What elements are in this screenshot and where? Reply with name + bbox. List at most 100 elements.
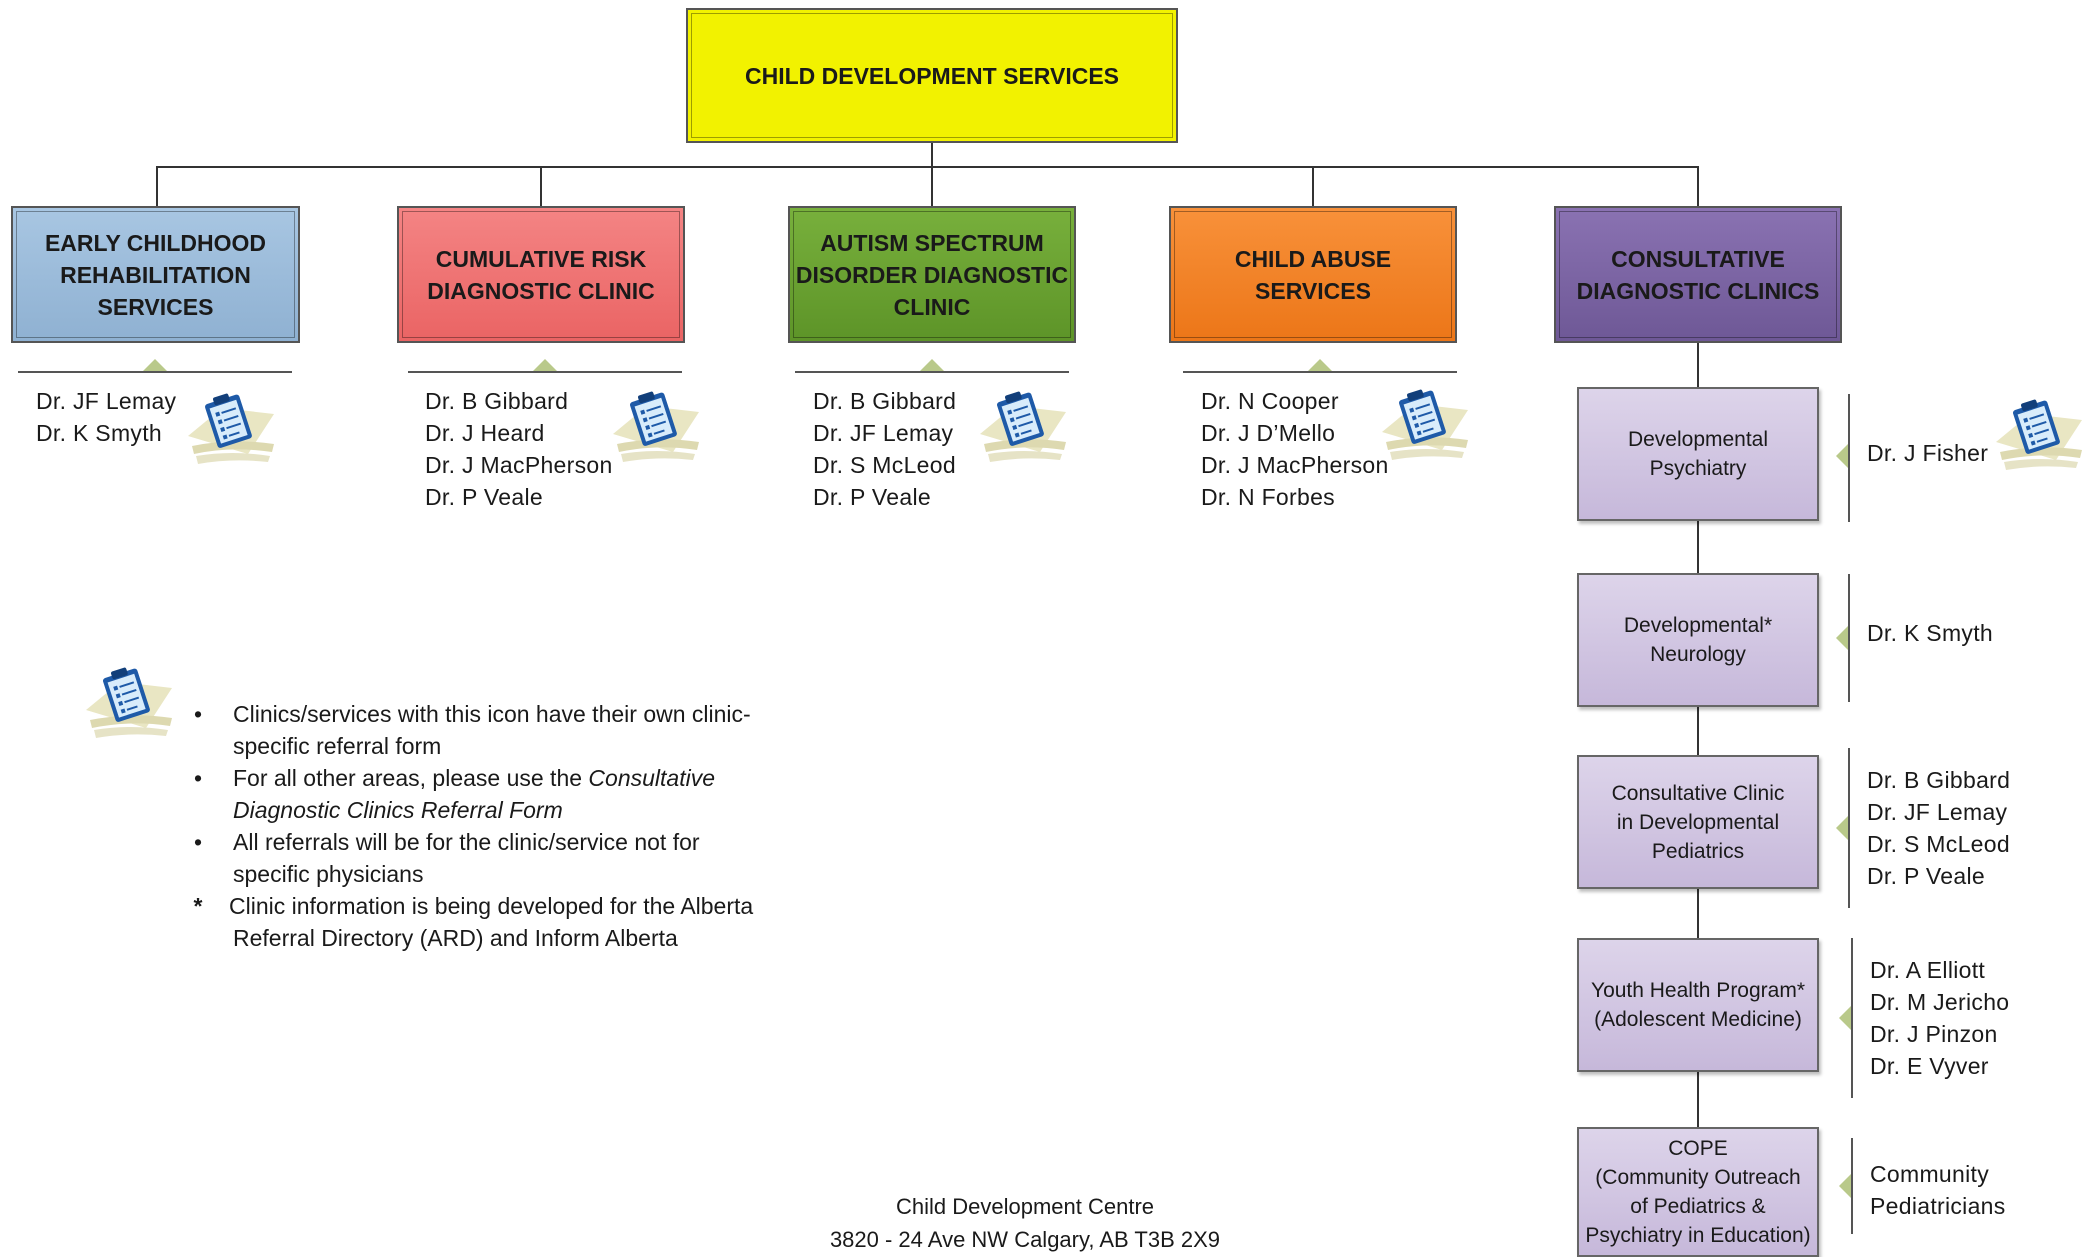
clipboard-icon	[1382, 386, 1468, 460]
service-box-cumulative-risk: CUMULATIVE RISK DIAGNOSTIC CLINIC	[397, 206, 685, 343]
connector-3	[931, 166, 933, 207]
clipboard-icon	[188, 390, 274, 464]
legend-item: • For all other areas, please use the Co…	[183, 762, 823, 826]
legend-text: For all other areas, please use the Cons…	[233, 762, 823, 794]
doctor-name: Dr. JF Lemay	[813, 420, 954, 446]
form-name: Consultative	[588, 765, 715, 791]
service-box-autism: AUTISM SPECTRUM DISORDER DIAGNOSTIC CLIN…	[788, 206, 1076, 343]
doctor-list: Dr. B Gibbard Dr. J Heard Dr. J MacPhers…	[425, 385, 613, 513]
service-box-consultative: CONSULTATIVE DIAGNOSTIC CLINICS	[1554, 206, 1842, 343]
doctor-name: Dr. N Cooper	[1201, 388, 1339, 414]
doctor-list: Dr. A Elliott Dr. M Jericho Dr. J Pinzon…	[1870, 954, 2009, 1082]
doctor-name: Dr. J Heard	[425, 420, 545, 446]
bracket-marker	[1836, 816, 1848, 840]
separator-marker	[143, 359, 167, 371]
bullet: •	[193, 701, 203, 727]
separator-line	[1183, 371, 1457, 373]
legend: • Clinics/services with this icon have t…	[183, 698, 823, 954]
clinic-label: Youth Health Program* (Adolescent Medici…	[1590, 979, 1806, 1031]
doctor-name: Dr. S McLeod	[1867, 831, 2010, 857]
doctor-name: Dr. M Jericho	[1870, 989, 2010, 1015]
legend-item: • Clinics/services with this icon have t…	[183, 698, 823, 762]
clinic-label: COPE (Community Outreach of Pediatrics &…	[1585, 1137, 1811, 1247]
doctor-name: Pediatricians	[1870, 1193, 2006, 1219]
bracket-marker	[1836, 444, 1848, 468]
connector-2	[540, 166, 542, 207]
legend-text: All referrals will be for the clinic/ser…	[233, 829, 700, 855]
clipboard-icon	[613, 388, 699, 462]
clinic-label: Developmental Psychiatry	[1627, 428, 1769, 480]
doctor-name: Dr. K Smyth	[1867, 620, 1993, 646]
legend-item: • All referrals will be for the clinic/s…	[183, 826, 823, 890]
clinic-box-cope: COPE (Community Outreach of Pediatrics &…	[1577, 1127, 1819, 1257]
footer-line: Child Development Centre	[895, 1194, 1155, 1219]
doctor-name: Dr. P Veale	[425, 484, 543, 510]
service-label: CHILD ABUSE SERVICES	[1234, 245, 1392, 304]
separator-line	[408, 371, 682, 373]
service-label: CONSULTATIVE DIAGNOSTIC CLINICS	[1576, 245, 1820, 304]
doctor-list: Dr. K Smyth	[1867, 617, 1993, 649]
consultative-connector	[1697, 343, 1699, 1133]
footer-line: 3820 - 24 Ave NW Calgary, AB T3B 2X9	[829, 1227, 1221, 1252]
horizontal-connector	[156, 166, 1698, 168]
doctor-name: Dr. E Vyver	[1870, 1053, 1989, 1079]
clinic-box-youth-health: Youth Health Program* (Adolescent Medici…	[1577, 938, 1819, 1072]
doctor-name: Dr. B Gibbard	[813, 388, 957, 414]
separator-line	[18, 371, 292, 373]
bracket-line	[1851, 938, 1853, 1098]
clipboard-icon	[1996, 396, 2082, 470]
service-label: EARLY CHILDHOOD REHABILITATION SERVICES	[44, 229, 267, 320]
legend-text: Clinic information is being developed fo…	[229, 893, 754, 919]
doctor-name: Dr. S McLeod	[813, 452, 956, 478]
doctor-name: Dr. B Gibbard	[425, 388, 569, 414]
clinic-box-developmental-neurology: Developmental* Neurology	[1577, 573, 1819, 707]
connector-1	[156, 166, 158, 207]
bracket-line	[1848, 394, 1850, 522]
doctor-list: Dr. N Cooper Dr. J D’Mello Dr. J MacPher…	[1201, 385, 1389, 513]
doctor-name: Dr. J MacPherson	[425, 452, 613, 478]
legend-text: specific referral form	[233, 733, 442, 759]
separator-marker	[533, 359, 557, 371]
doctor-list: Dr. J Fisher	[1867, 437, 1988, 469]
doctor-name: Dr. JF Lemay	[1867, 799, 2008, 825]
bracket-line	[1851, 1138, 1853, 1234]
service-box-early-childhood: EARLY CHILDHOOD REHABILITATION SERVICES	[11, 206, 300, 343]
service-box-child-abuse: CHILD ABUSE SERVICES	[1169, 206, 1457, 343]
doctor-name: Dr. J Fisher	[1867, 440, 1989, 466]
doctor-name: Community	[1870, 1161, 1990, 1187]
service-label: CUMULATIVE RISK DIAGNOSTIC CLINIC	[427, 245, 655, 304]
title-box: CHILD DEVELOPMENT SERVICES	[686, 8, 1178, 143]
bracket-marker	[1839, 1006, 1851, 1030]
separator-marker	[1308, 359, 1332, 371]
doctor-name: Dr. J D’Mello	[1201, 420, 1336, 446]
bracket-line	[1848, 574, 1850, 702]
connector-4	[1312, 166, 1314, 207]
service-label: AUTISM SPECTRUM DISORDER DIAGNOSTIC CLIN…	[795, 229, 1069, 320]
legend-item: * Clinic information is being developed …	[183, 890, 823, 954]
doctor-name: Dr. P Veale	[1867, 863, 1985, 889]
doctor-list: Community Pediatricians	[1870, 1158, 2006, 1222]
page-title: CHILD DEVELOPMENT SERVICES	[744, 62, 1120, 89]
doctor-name: Dr. K Smyth	[36, 420, 162, 446]
clinic-label: Consultative Clinic in Developmental Ped…	[1611, 781, 1785, 863]
doctor-list: Dr. B Gibbard Dr. JF Lemay Dr. S McLeod …	[1867, 764, 2010, 892]
clipboard-icon	[980, 388, 1066, 462]
doctor-name: Dr. A Elliott	[1870, 957, 1986, 983]
clipboard-icon	[86, 664, 172, 738]
bullet: •	[193, 765, 203, 791]
bullet: •	[193, 829, 203, 855]
legend-text-prefix: For all other areas, please use the	[233, 765, 589, 791]
separator-marker	[920, 359, 944, 371]
title-connector	[931, 143, 933, 167]
separator-line	[795, 371, 1069, 373]
bracket-line	[1848, 748, 1850, 908]
clinic-label: Developmental* Neurology	[1623, 614, 1773, 666]
legend-text: Clinics/services with this icon have the…	[233, 701, 751, 727]
footer-address: Child Development Centre 3820 - 24 Ave N…	[725, 1190, 1325, 1256]
legend-text: specific physicians	[233, 861, 424, 887]
form-name: Diagnostic Clinics Referral Form	[233, 797, 563, 823]
asterisk: *	[193, 893, 203, 919]
doctor-name: Dr. P Veale	[813, 484, 931, 510]
doctor-name: Dr. JF Lemay	[36, 388, 177, 414]
doctor-name: Dr. J Pinzon	[1870, 1021, 1998, 1047]
